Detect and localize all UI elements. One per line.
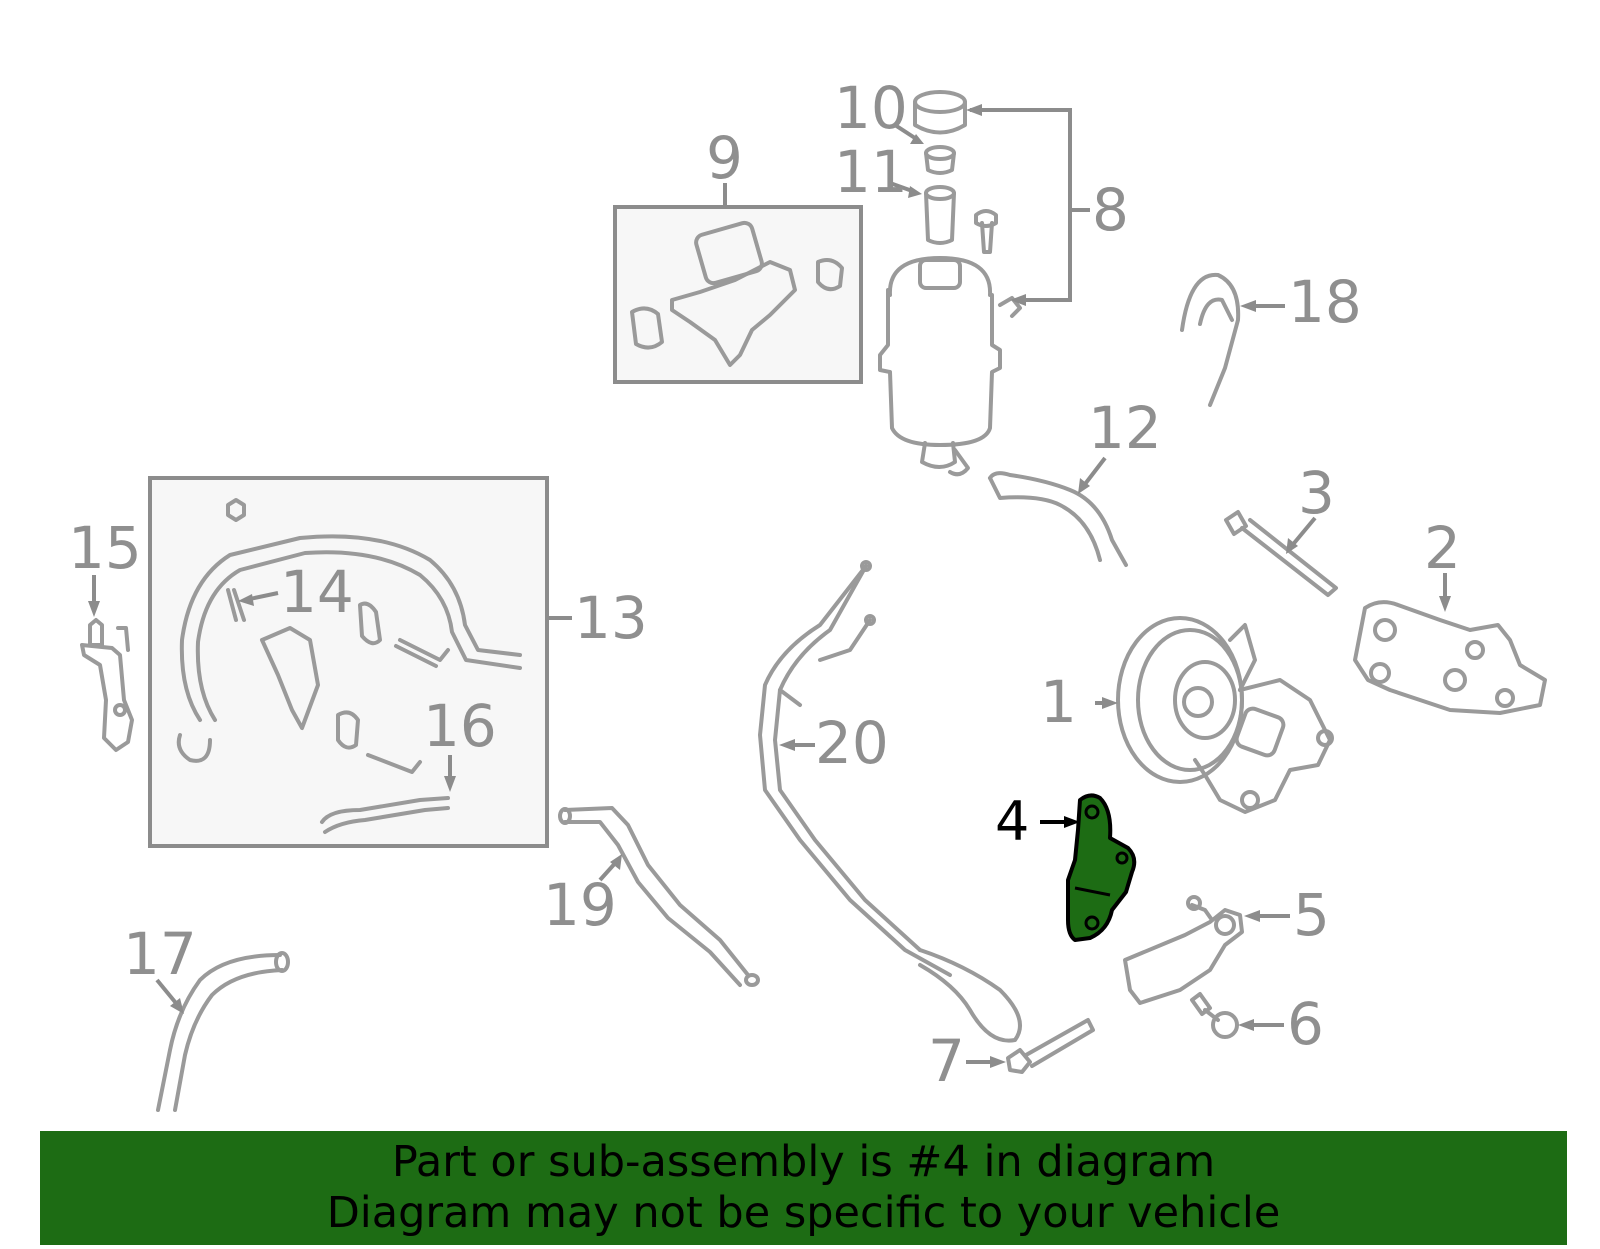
callout-3[interactable]: 3 — [1298, 459, 1335, 527]
callout-2[interactable]: 2 — [1424, 514, 1461, 582]
part-9-kit-box — [613, 205, 863, 384]
callout-6[interactable]: 6 — [1287, 990, 1324, 1058]
callout-18[interactable]: 18 — [1288, 268, 1362, 336]
callout-4[interactable]: 4 — [995, 790, 1029, 853]
callout-7[interactable]: 7 — [928, 1027, 965, 1095]
callout-10[interactable]: 10 — [834, 74, 908, 142]
part-8-reservoir[interactable] — [878, 90, 1022, 477]
part-7-bolt[interactable] — [1006, 1018, 1095, 1074]
callout-12[interactable]: 12 — [1088, 394, 1162, 462]
part-20-pressure-line[interactable] — [758, 560, 1022, 1043]
part-12-hose[interactable] — [988, 471, 1128, 567]
banner-line-part-number: Part or sub-assembly is #4 in diagram — [391, 1137, 1216, 1187]
part-1-pump[interactable] — [1116, 616, 1334, 814]
callout-13[interactable]: 13 — [574, 584, 648, 652]
callout-19[interactable]: 19 — [543, 871, 617, 939]
part-4-bracket-selected[interactable] — [1066, 793, 1137, 942]
callout-16[interactable]: 16 — [423, 692, 497, 760]
info-banner: Part or sub-assembly is #4 in diagram Di… — [40, 1131, 1567, 1245]
part-13-hose-assembly[interactable] — [176, 498, 522, 834]
callout-11[interactable]: 11 — [834, 138, 908, 206]
callout-14[interactable]: 14 — [280, 558, 354, 626]
part-9-bracket[interactable] — [630, 220, 844, 367]
part-19-hose[interactable] — [558, 806, 760, 987]
part-6-stud[interactable] — [1190, 992, 1239, 1039]
part-2-bracket[interactable] — [1353, 600, 1547, 715]
part-17-hose[interactable] — [156, 951, 290, 1112]
callout-15[interactable]: 15 — [68, 514, 142, 582]
callout-20[interactable]: 20 — [815, 709, 889, 777]
callout-5[interactable]: 5 — [1293, 881, 1330, 949]
callout-17[interactable]: 17 — [123, 920, 197, 988]
callout-8[interactable]: 8 — [1092, 176, 1129, 244]
part-18-hose[interactable] — [1180, 272, 1241, 407]
callout-1[interactable]: 1 — [1040, 668, 1077, 736]
part-15-bracket[interactable] — [80, 618, 134, 752]
part-5-bracket[interactable] — [1123, 895, 1244, 1005]
part-3-bolt[interactable] — [1224, 510, 1338, 597]
callout-9[interactable]: 9 — [706, 124, 743, 192]
banner-line-disclaimer: Diagram may not be specific to your vehi… — [326, 1188, 1281, 1238]
